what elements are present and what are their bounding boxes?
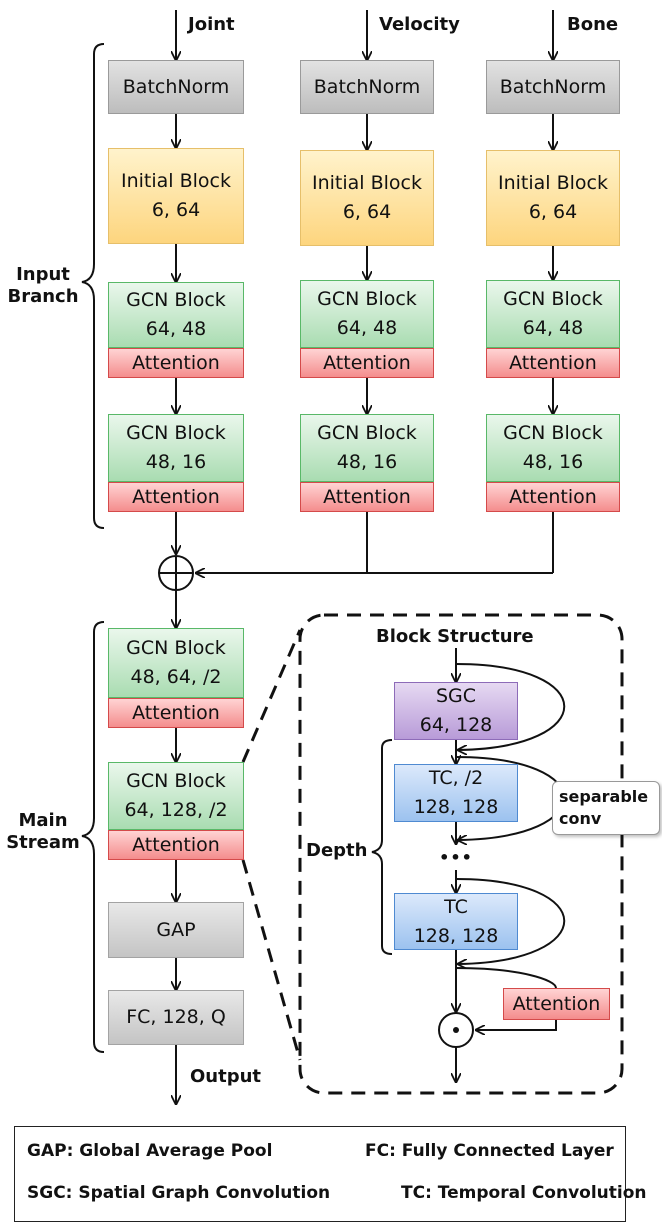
structure-attention-block: Attention xyxy=(503,988,610,1020)
legend-sgc: SGC: Spatial Graph Convolution xyxy=(27,1183,331,1203)
bone-batchnorm-block: BatchNorm xyxy=(486,60,620,114)
input-label-joint: Joint xyxy=(188,14,235,35)
bone-attention-2: Attention xyxy=(486,482,620,512)
velocity-attention-2: Attention xyxy=(300,482,434,512)
block-structure-title: Block Structure xyxy=(376,626,534,647)
main-attention-2: Attention xyxy=(108,830,244,860)
bone-attention-1: Attention xyxy=(486,348,620,378)
main-attention-1: Attention xyxy=(108,698,244,728)
legend-box: GAP: Global Average Pool FC: Fully Conne… xyxy=(14,1126,647,1222)
output-label: Output xyxy=(190,1066,262,1087)
velocity-batchnorm-block: BatchNorm xyxy=(300,60,434,114)
velocity-attention-1: Attention xyxy=(300,348,434,378)
legend-gap: GAP: Global Average Pool xyxy=(27,1141,273,1161)
joint-batchnorm-block: BatchNorm xyxy=(108,60,244,114)
joint-attention-1: Attention xyxy=(108,348,244,378)
legend-tc: TC: Temporal Convolution xyxy=(401,1183,647,1203)
fc-block: FC, 128, Q xyxy=(108,990,244,1045)
joint-attention-2: Attention xyxy=(108,482,244,512)
input-label-velocity: Velocity xyxy=(379,14,460,35)
depth-ellipsis: ••• xyxy=(439,848,473,867)
legend-fc: FC: Fully Connected Layer xyxy=(365,1141,614,1161)
depth-label: Depth xyxy=(306,840,368,861)
input-label-bone: Bone xyxy=(567,14,619,35)
gap-block: GAP xyxy=(108,902,244,958)
